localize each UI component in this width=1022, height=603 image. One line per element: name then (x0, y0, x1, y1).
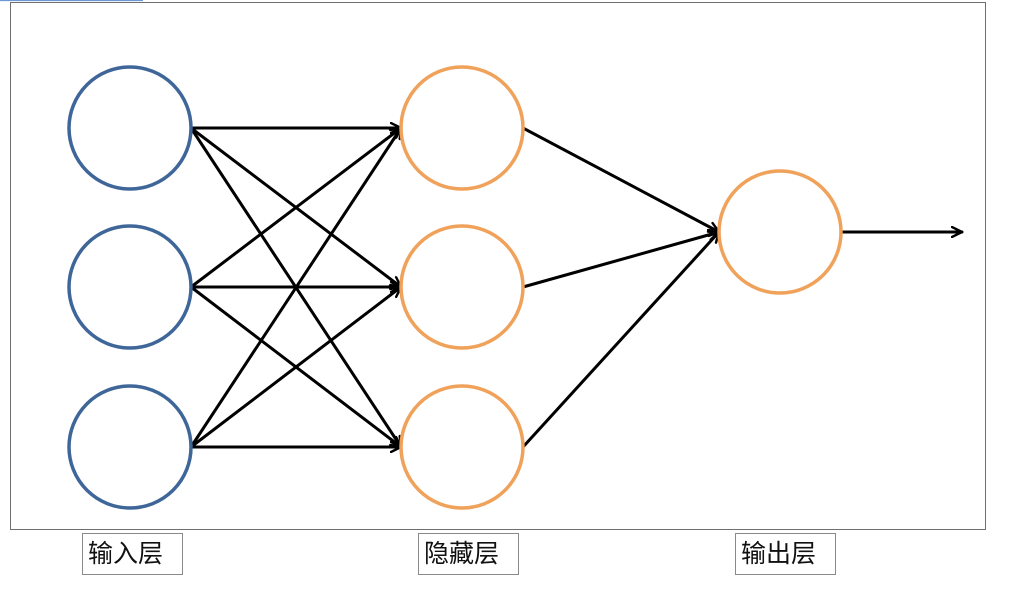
edge-hidden-2-to-output-1 (521, 232, 721, 289)
edges-group (189, 126, 964, 449)
hidden-node-3 (399, 384, 525, 510)
input-node-1 (67, 65, 193, 191)
output-layer-label: 输出层 (735, 533, 836, 575)
edge-hidden-3-to-output-1 (521, 230, 721, 449)
edge-input-3-to-hidden-2 (189, 285, 403, 449)
hidden-node-2 (399, 224, 525, 350)
input-layer-label: 输入层 (82, 533, 183, 575)
input-node-2 (67, 224, 193, 350)
hidden-node-1 (399, 65, 525, 191)
edge-input-2-to-hidden-1 (189, 126, 403, 289)
edge-input-3-to-hidden-1 (189, 126, 403, 449)
output-node-1 (717, 169, 843, 295)
hidden-layer-label: 隐藏层 (418, 533, 519, 575)
input-node-3 (67, 384, 193, 510)
nodes-group (67, 65, 843, 510)
edge-hidden-1-to-output-1 (521, 126, 721, 234)
